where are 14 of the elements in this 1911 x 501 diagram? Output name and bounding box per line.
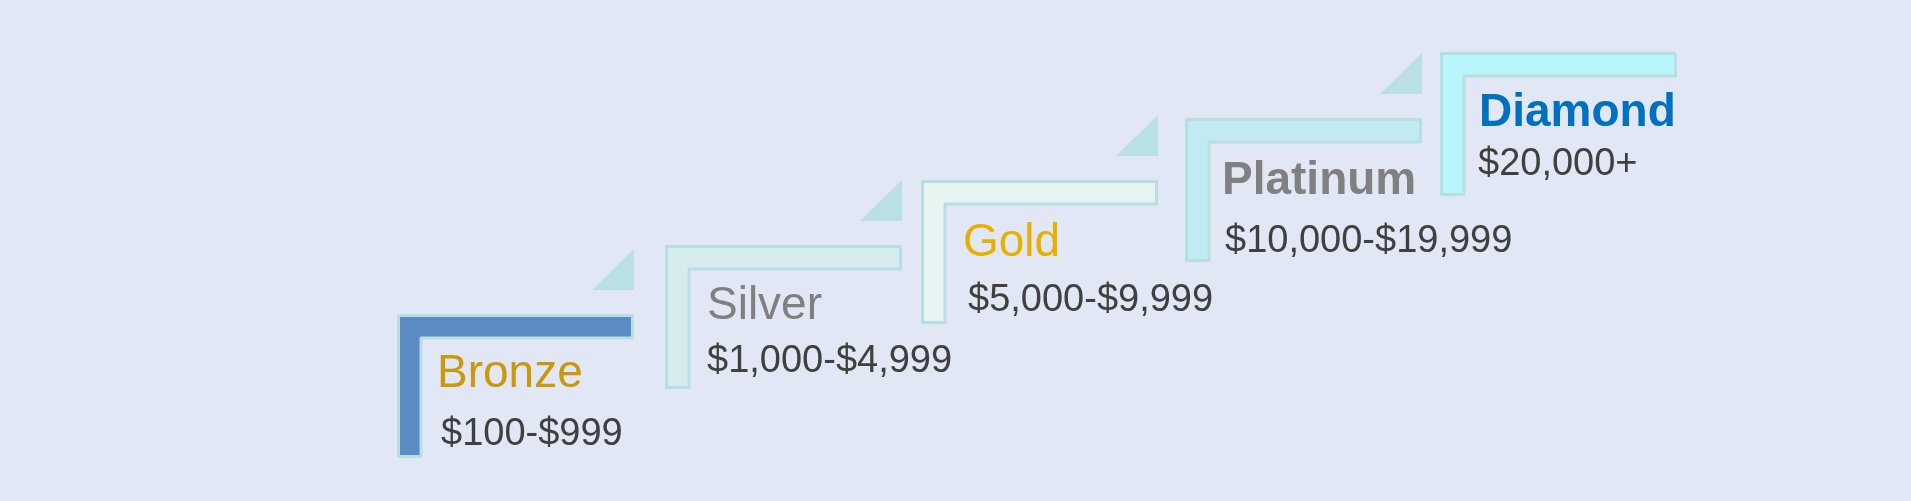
- triangle-arrow: [860, 180, 902, 221]
- tier-name: Gold: [963, 217, 1061, 263]
- tier-name: Bronze: [437, 348, 583, 394]
- tier-name: Silver: [707, 280, 823, 326]
- triangle-arrow: [1116, 115, 1158, 156]
- price-range: $1,000-$4,999: [707, 340, 953, 378]
- triangle-arrow: [592, 249, 634, 290]
- tier-name: Platinum: [1222, 155, 1417, 201]
- price-range: $10,000-$19,999: [1225, 220, 1513, 258]
- tier-name: Diamond: [1479, 87, 1676, 133]
- price-range: $20,000+: [1478, 143, 1638, 181]
- triangle-arrow: [1380, 53, 1422, 94]
- price-range: $5,000-$9,999: [968, 279, 1214, 317]
- price-range: $100-$999: [441, 413, 623, 451]
